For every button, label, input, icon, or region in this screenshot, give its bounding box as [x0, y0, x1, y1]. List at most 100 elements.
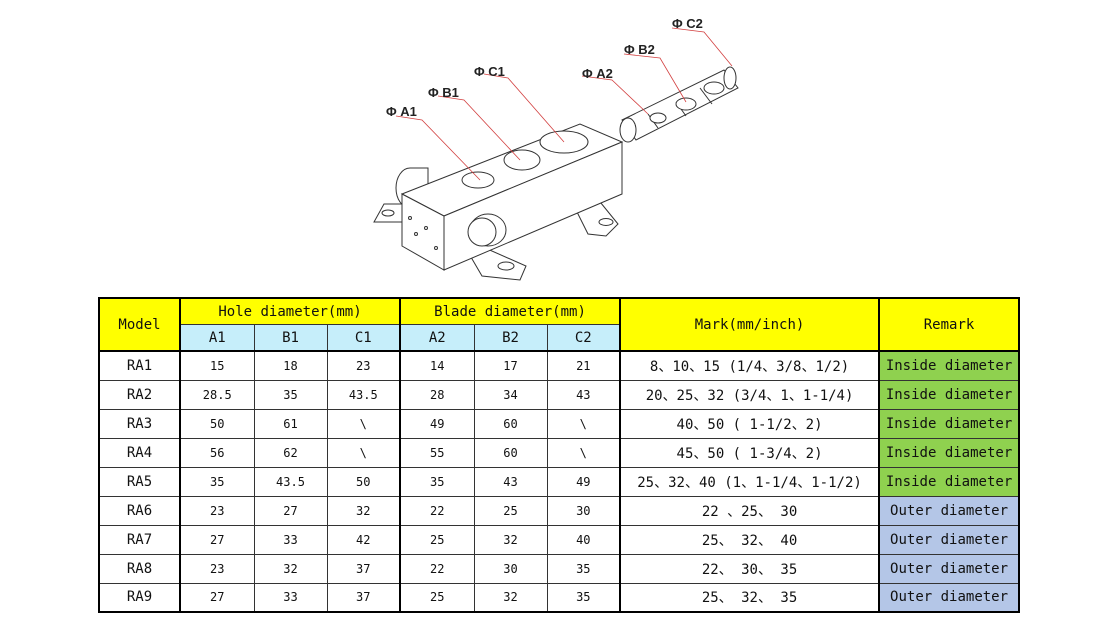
- cell-b2: 32: [473, 524, 548, 555]
- cell-c1: \: [326, 437, 402, 468]
- cell-a2: 35: [399, 466, 475, 497]
- header-row-1: Model Hole diameter(mm) Blade diameter(m…: [98, 297, 1020, 352]
- cell-a1: 50: [179, 408, 255, 439]
- cell-remark: Inside diameter: [878, 379, 1020, 410]
- cell-b1: 27: [253, 495, 328, 526]
- cell-c1: 32: [326, 495, 402, 526]
- technical-drawing: Φ A1 Φ B1 Φ C1 Φ A2 Φ B2 Φ C2: [373, 16, 739, 281]
- cell-a1: 35: [179, 466, 255, 497]
- specification-table: Model Hole diameter(mm) Blade diameter(m…: [98, 297, 1021, 613]
- cell-b1: 62: [253, 437, 328, 468]
- cell-model: RA8: [98, 553, 181, 584]
- cell-c2: 21: [546, 350, 622, 381]
- cell-model: RA9: [98, 582, 181, 613]
- cell-c2: 35: [546, 553, 622, 584]
- header-remark: Remark: [878, 297, 1020, 352]
- cell-c2: 49: [546, 466, 622, 497]
- header-b2: B2: [473, 324, 548, 352]
- cell-b2: 60: [473, 408, 548, 439]
- cell-a1: 23: [179, 495, 255, 526]
- label-c2: Φ C2: [672, 16, 703, 31]
- cell-mark: 45、50 ( 1-3/4、2): [619, 437, 881, 468]
- cell-model: RA6: [98, 495, 181, 526]
- cell-b1: 32: [253, 553, 328, 584]
- cell-a1: 27: [179, 582, 255, 613]
- cell-mark: 20、25、32 (3/4、1、1-1/4): [619, 379, 881, 410]
- cell-a2: 14: [399, 350, 475, 381]
- cell-model: RA5: [98, 466, 181, 497]
- cell-a2: 22: [399, 553, 475, 584]
- cell-mark: 25、32、40 (1、1-1/4、1-1/2): [619, 466, 881, 497]
- label-b2: Φ B2: [624, 42, 655, 57]
- cell-b2: 43: [473, 466, 548, 497]
- cell-b2: 25: [473, 495, 548, 526]
- cell-remark: Inside diameter: [878, 408, 1020, 439]
- header-c2: C2: [546, 324, 622, 352]
- cell-b2: 32: [473, 582, 548, 613]
- cell-a2: 25: [399, 524, 475, 555]
- cell-c2: \: [546, 408, 622, 439]
- cell-remark: Outer diameter: [878, 553, 1020, 584]
- cell-c1: 23: [326, 350, 402, 381]
- header-hole-diameter: Hole diameter(mm): [179, 297, 402, 325]
- cell-mark: 40、50 ( 1-1/2、2): [619, 408, 881, 439]
- cell-model: RA1: [98, 350, 181, 381]
- header-a1: A1: [179, 324, 255, 352]
- cell-b2: 17: [473, 350, 548, 381]
- cell-a2: 55: [399, 437, 475, 468]
- cell-c1: 42: [326, 524, 402, 555]
- cell-a2: 25: [399, 582, 475, 613]
- cell-c2: 40: [546, 524, 622, 555]
- header-a2: A2: [399, 324, 475, 352]
- cell-a1: 56: [179, 437, 255, 468]
- cell-c1: 43.5: [326, 379, 402, 410]
- cell-model: RA3: [98, 408, 181, 439]
- cell-a1: 15: [179, 350, 255, 381]
- cell-remark: Inside diameter: [878, 350, 1020, 381]
- cell-a2: 49: [399, 408, 475, 439]
- cell-c2: 35: [546, 582, 622, 613]
- cell-b1: 61: [253, 408, 328, 439]
- cell-b1: 33: [253, 582, 328, 613]
- cell-remark: Inside diameter: [878, 437, 1020, 468]
- cell-b2: 34: [473, 379, 548, 410]
- cell-remark: Outer diameter: [878, 495, 1020, 526]
- cell-mark: 25、 32、 35: [619, 582, 881, 613]
- cell-b1: 43.5: [253, 466, 328, 497]
- label-b1: Φ B1: [428, 85, 459, 100]
- label-c1: Φ C1: [474, 64, 505, 79]
- cell-b2: 60: [473, 437, 548, 468]
- cell-a2: 28: [399, 379, 475, 410]
- cell-mark: 22 、25、 30: [619, 495, 881, 526]
- cell-a1: 27: [179, 524, 255, 555]
- cell-b1: 18: [253, 350, 328, 381]
- cell-mark: 22、 30、 35: [619, 553, 881, 584]
- cell-c2: 43: [546, 379, 622, 410]
- cell-model: RA2: [98, 379, 181, 410]
- cell-b2: 30: [473, 553, 548, 584]
- cell-c1: 50: [326, 466, 402, 497]
- header-mark: Mark(mm/inch): [619, 297, 881, 352]
- cell-mark: 8、10、15 (1/4、3/8、1/2): [619, 350, 881, 381]
- cell-a1: 28.5: [179, 379, 255, 410]
- header-b1: B1: [253, 324, 328, 352]
- cell-c1: 37: [326, 553, 402, 584]
- cell-c2: 30: [546, 495, 622, 526]
- cell-a1: 23: [179, 553, 255, 584]
- cell-model: RA7: [98, 524, 181, 555]
- cell-model: RA4: [98, 437, 181, 468]
- cell-remark: Inside diameter: [878, 466, 1020, 497]
- header-c1: C1: [326, 324, 402, 352]
- label-a1: Φ A1: [386, 104, 417, 119]
- label-a2: Φ A2: [582, 66, 613, 81]
- cell-c1: 37: [326, 582, 402, 613]
